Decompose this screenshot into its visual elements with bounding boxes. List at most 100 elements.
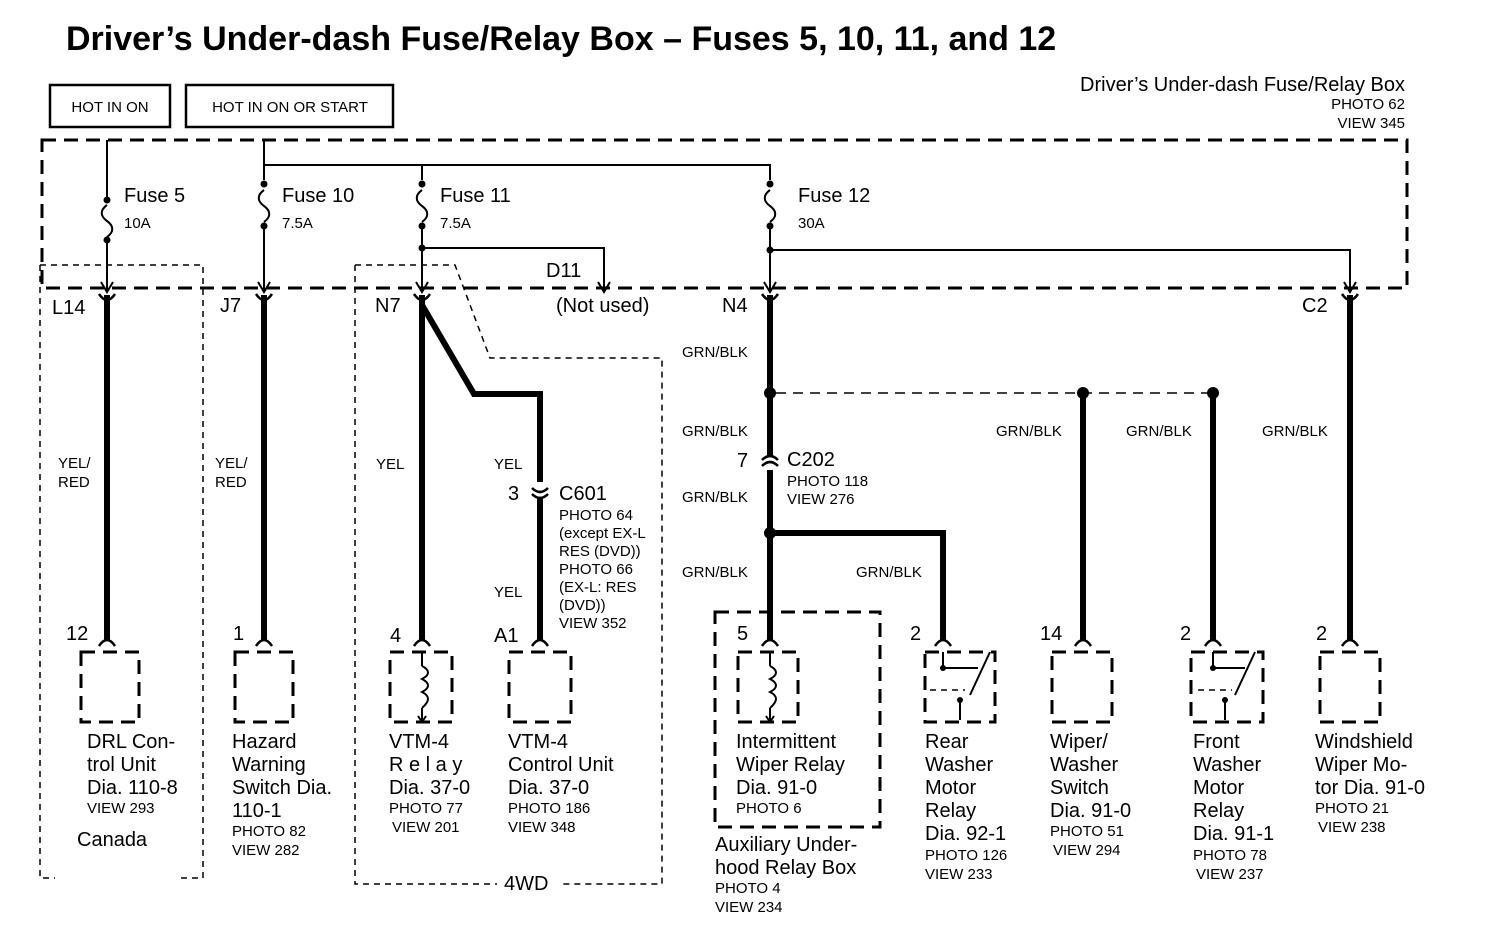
wire-color-j7-top: YEL/ [215,455,248,472]
drl-control-unit-label: DRL Con- trol Unit Dia. 110-8 VIEW 293 C… [77,731,178,851]
pin-int-relay: 5 [737,623,748,645]
rear-washer-label-line: Relay [925,800,976,822]
aux-box-label-line: Auxiliary Under- [715,834,857,856]
pin-wiper-switch: 14 [1040,623,1062,645]
intermittent-relay-box [736,650,800,724]
terminal-forks-bottom [97,638,1360,647]
fuse-box-view: VIEW 345 [1337,115,1405,132]
fuse-10-label: Fuse 10 [282,185,354,207]
fuse-11-icon [415,180,611,294]
aux-box-view: VIEW 234 [715,899,783,916]
fuse-10-rating: 7.5A [282,215,313,232]
pin-wiper-motor: 2 [1316,623,1327,645]
wiper-motor-label: Windshield Wiper Mo- tor Dia. 91-0 PHOTO… [1315,731,1425,836]
rear-washer-photo: PHOTO 126 [925,847,1007,864]
terminal-forks-top [97,293,1360,302]
c601-pin: 3 [508,483,519,505]
int-relay-label-line: Dia. 91-0 [736,777,817,799]
auxiliary-relay-box-boundary [713,610,882,829]
wire-color-rear-washer: GRN/BLK [856,564,922,581]
splice-upper [764,387,776,399]
hazard-view: VIEW 282 [232,842,300,859]
hazard-label-line: 110-1 [232,800,282,822]
wire-color-n7: YEL [376,456,404,473]
fuse-5-rating: 10A [124,215,151,232]
c601-line: PHOTO 66 [559,561,633,578]
int-relay-label-line: Wiper Relay [736,754,845,776]
c601-name: C601 [559,483,607,505]
fuse-box-photo: PHOTO 62 [1331,96,1405,113]
terminal-n7: N7 [375,295,401,317]
wiper-switch-label-line: Washer [1050,754,1119,776]
wiper-washer-switch-box [1050,650,1114,724]
fuse-12-label: Fuse 12 [798,185,870,207]
c601-connector-icon [531,487,549,500]
canada-label: Canada [77,829,148,851]
vtm-cu-photo: PHOTO 186 [508,800,590,817]
drl-control-unit-box [79,650,141,724]
rear-washer-view: VIEW 233 [925,866,993,883]
rear-washer-relay-label: Rear Washer Motor Relay Dia. 92-1 PHOTO … [925,731,1007,883]
terminal-l14: L14 [52,297,85,319]
wiper-washer-switch-label: Wiper/ Washer Switch Dia. 91-0 PHOTO 51 … [1050,731,1131,859]
terminal-c2: C2 [1302,295,1328,317]
4wd-label: 4WD [504,873,548,895]
wiper-motor-label-line: Wiper Mo- [1315,754,1407,776]
wire-color-c601-bottom: YEL [494,584,522,601]
pin-drl: 12 [66,623,88,645]
int-relay-photo: PHOTO 6 [736,800,802,817]
rear-washer-label-line: Motor [925,777,976,799]
wire-color-front-washer: GRN/BLK [1126,423,1192,440]
pin-hazard: 1 [233,623,244,645]
hot-in-on-or-start-label: HOT IN ON OR START [212,99,368,116]
wiper-motor-photo: PHOTO 21 [1315,800,1389,817]
fuse-12-rating: 30A [798,215,825,232]
vtm-relay-view: VIEW 201 [392,819,460,836]
wiper-switch-label-line: Dia. 91-0 [1050,800,1131,822]
wiper-motor-view: VIEW 238 [1318,819,1386,836]
wiper-switch-label-line: Switch [1050,777,1109,799]
wire-rear-washer [770,530,946,640]
drl-label-line: trol Unit [87,754,156,776]
relay-switch-icon [930,651,991,720]
wire-color-wiper-switch: GRN/BLK [996,423,1062,440]
c202-view: VIEW 276 [787,491,855,508]
front-washer-view: VIEW 237 [1196,866,1264,883]
c202-photo: PHOTO 118 [787,473,868,490]
hot-in-on-box [48,83,172,129]
relay-coil-icon [417,652,429,724]
fuse-12-icon [763,180,1357,294]
aux-box-label-line: hood Relay Box [715,857,856,879]
wire-color-c601-top: YEL [494,456,522,473]
hazard-switch-box [233,650,295,724]
terminal-n4: N4 [722,295,748,317]
drl-label-line: Dia. 110-8 [87,777,178,799]
wire-color-n4: GRN/BLK [682,344,748,361]
c202-name: C202 [787,449,835,471]
relay-coil-icon [765,652,777,724]
hazard-label-line: Hazard [232,731,296,753]
aux-box-photo: PHOTO 4 [715,880,781,897]
hazard-photo: PHOTO 82 [232,823,306,840]
wire-color-c202-top: GRN/BLK [682,423,748,440]
vtm-relay-photo: PHOTO 77 [389,800,463,817]
fuse-5-label: Fuse 5 [124,185,185,207]
wire-color-l14-bottom: RED [58,474,90,491]
front-washer-relay-box [1189,650,1265,724]
wiper-switch-view: VIEW 294 [1053,842,1121,859]
terminal-d11: D11 [546,260,581,282]
4wd-region-boundary [354,264,663,885]
rear-washer-label-line: Rear [925,731,969,753]
fuse-5-icon [100,180,114,294]
front-washer-label-line: Front [1193,731,1240,753]
vtm-cu-label-line: Control Unit [508,754,614,776]
wiper-motor-box [1318,650,1382,724]
vtm-relay-label-line: Dia. 37-0 [389,777,470,799]
pin-vtm-cu: A1 [494,625,518,647]
wire-n7-c601 [419,303,543,482]
terminal-j7: J7 [220,295,241,317]
c202-connector-icon [761,454,779,467]
vtm-cu-label-line: Dia. 37-0 [508,777,589,799]
vtm-cu-view: VIEW 348 [508,819,576,836]
